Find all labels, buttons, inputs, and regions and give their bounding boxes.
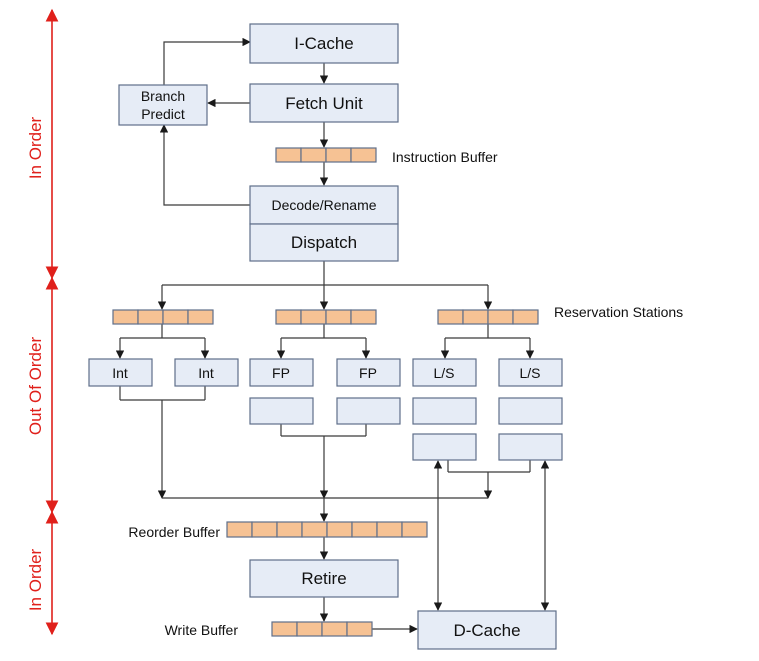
svg-text:Int: Int [198,365,214,381]
fp-unit-2: FP [336,358,401,387]
int-unit-1: Int [88,358,153,387]
svg-text:L/S: L/S [519,365,540,381]
connectors [115,37,550,634]
reorder-buffer [226,521,428,538]
svg-text:FP: FP [359,365,377,381]
instruction-buffer [275,147,377,163]
svg-text:Branch: Branch [141,88,185,104]
dcache-block: D-Cache [417,610,557,650]
retire-block: Retire [249,559,399,598]
fp-unit-1: FP [249,358,314,387]
svg-text:D-Cache: D-Cache [453,621,520,640]
svg-text:Fetch Unit: Fetch Unit [285,94,363,113]
svg-text:Int: Int [112,365,128,381]
ls-unit-1-stage-2 [412,397,477,425]
ls-unit-1-stage-3 [412,433,477,461]
ls-unit-2-stage-2 [498,397,563,425]
reorder-buffer-label: Reorder Buffer [128,524,220,540]
icache-block: I-Cache [249,23,399,64]
svg-text:Dispatch: Dispatch [291,233,357,252]
svg-text:FP: FP [272,365,290,381]
ls-unit-2-stage-3 [498,433,563,461]
reservation-station-ls [437,309,539,325]
reservation-station-fp [275,309,377,325]
reservation-station-int [112,309,214,325]
decode-rename-block: Decode/Rename [249,185,399,225]
reservation-stations-label: Reservation Stations [554,304,683,320]
phase-indicator: In Order Out Of Order In Order [26,8,59,636]
instruction-buffer-label: Instruction Buffer [392,149,498,165]
write-buffer-label: Write Buffer [165,622,239,638]
fp-unit-1-stage-2 [249,397,314,425]
svg-text:I-Cache: I-Cache [294,34,354,53]
branch-predict-block: Branch Predict [118,84,208,126]
svg-text:Predict: Predict [141,106,185,122]
svg-text:Decode/Rename: Decode/Rename [271,197,376,213]
dispatch-block: Dispatch [249,223,399,262]
phase-label-in-order-top: In Order [26,116,45,179]
ls-unit-1: L/S [412,358,477,387]
fp-unit-2-stage-2 [336,397,401,425]
svg-text:Retire: Retire [301,569,346,588]
phase-label-in-order-bottom: In Order [26,548,45,611]
svg-text:L/S: L/S [433,365,454,381]
fetch-unit-block: Fetch Unit [249,83,399,123]
ls-unit-2: L/S [498,358,563,387]
phase-label-out-of-order: Out Of Order [26,337,45,436]
int-unit-2: Int [174,358,239,387]
write-buffer [271,621,373,637]
